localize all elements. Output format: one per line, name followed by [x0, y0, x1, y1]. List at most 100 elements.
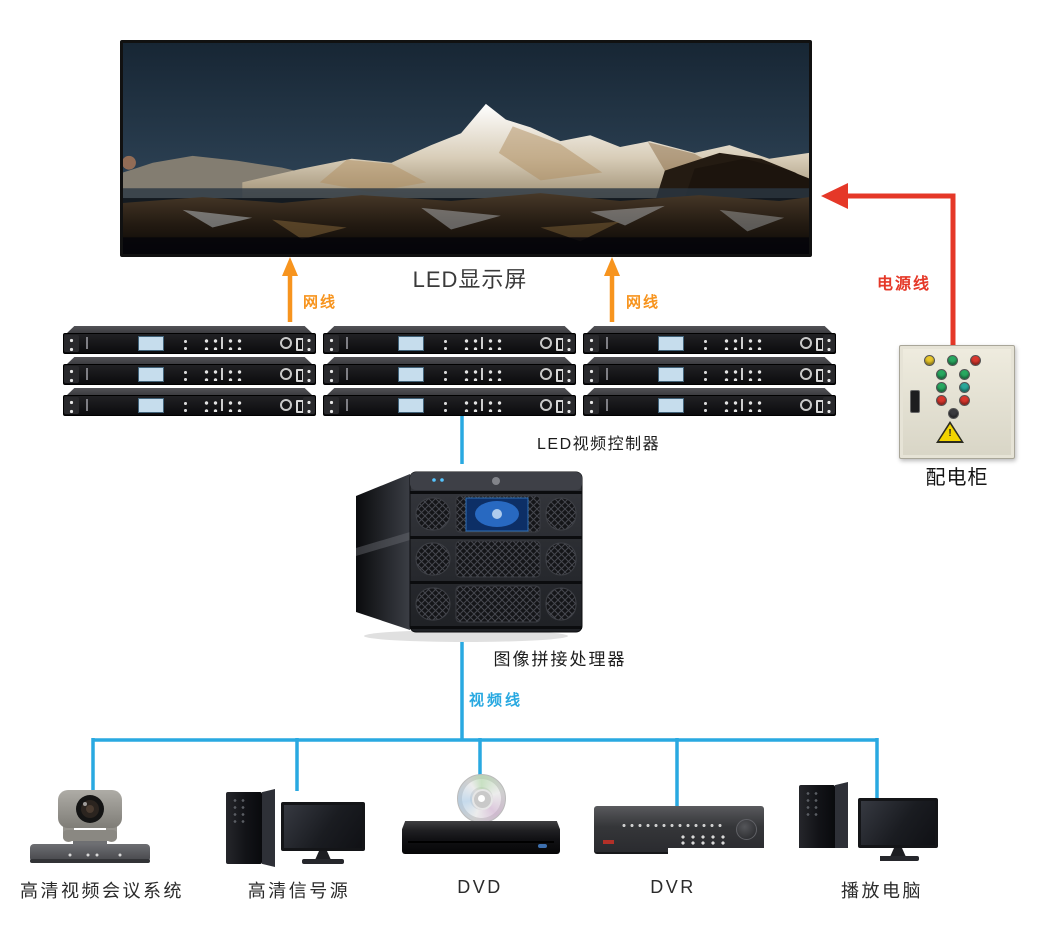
rack-lcd-screen — [398, 336, 424, 351]
rack-unit — [63, 326, 316, 354]
rack-port-divider — [481, 337, 483, 349]
indicator-light — [936, 382, 947, 393]
indicator-light — [959, 369, 970, 380]
rack-ear-right — [303, 335, 315, 352]
rack-port-divider — [741, 337, 743, 349]
led-display-screen — [120, 40, 812, 257]
rack-port-group-1 — [721, 367, 738, 381]
rack-knob — [540, 368, 552, 380]
rack-port-divider — [741, 399, 743, 411]
rack-port-divider — [481, 399, 483, 411]
rack-port-group-1 — [201, 336, 218, 350]
camera-image — [30, 790, 150, 863]
rack-unit-face — [63, 395, 316, 416]
rack-port-divider — [741, 368, 743, 380]
rack-unit — [63, 357, 316, 385]
rack-unit-top — [587, 388, 832, 395]
video-cable-lines — [91, 416, 879, 807]
rack-ear-left — [584, 335, 599, 352]
power-cable-label: 电源线 — [877, 276, 932, 293]
dvr-recorder — [594, 806, 766, 856]
rack-knob — [540, 399, 552, 411]
dvd-body — [402, 821, 560, 854]
monitor — [281, 802, 365, 851]
rack-divider — [606, 399, 608, 411]
cabinet-label: 配电柜 — [925, 467, 989, 489]
rack-unit-face — [583, 395, 836, 416]
rack-divider — [86, 337, 88, 349]
tower-front-panel — [231, 797, 247, 823]
rack-unit-top — [67, 326, 312, 333]
rack-unit-face — [583, 333, 836, 354]
mountain-image — [123, 43, 809, 254]
rack-divider — [346, 399, 348, 411]
rack-divider — [346, 368, 348, 380]
rack-knob — [800, 399, 812, 411]
rack-lcd-screen — [138, 367, 164, 382]
rack-port-divider — [221, 399, 223, 411]
hd-signal-source-pc — [226, 789, 368, 871]
rack-divider — [606, 337, 608, 349]
rack-ear-right — [563, 335, 575, 352]
video-conference-camera — [25, 786, 155, 868]
rack-unit — [323, 388, 576, 416]
rack-port-group-2 — [745, 367, 762, 381]
rack-ear-left — [584, 366, 599, 383]
indicator-light — [970, 355, 981, 366]
rack-ear-right — [303, 366, 315, 383]
indicator-light — [948, 408, 959, 419]
rack-lcd-screen — [138, 398, 164, 413]
rack-lcd-screen — [658, 398, 684, 413]
indicator-light — [959, 395, 970, 406]
splicing-processor — [348, 460, 584, 642]
power-cabinet: ! — [899, 345, 1015, 459]
tower-front-panel — [804, 790, 820, 816]
rack-unit — [583, 357, 836, 385]
rack-divider — [86, 368, 88, 380]
rack-buttons — [183, 337, 188, 350]
controller-grid — [63, 326, 836, 416]
pc-tower-side — [835, 782, 848, 860]
source-label-conference: 高清视频会议系统 — [20, 881, 184, 901]
rack-ear-right — [823, 366, 835, 383]
monitor-base — [302, 859, 344, 864]
rack-port-group-2 — [485, 336, 502, 350]
dvd-led — [538, 844, 547, 848]
rack-lcd-screen — [398, 367, 424, 382]
warning-mark: ! — [948, 428, 952, 439]
monitor-base — [877, 856, 919, 861]
rack-port-group-1 — [201, 367, 218, 381]
disc-hole — [478, 795, 485, 802]
rack-ear-right — [823, 335, 835, 352]
indicator-light — [936, 395, 947, 406]
dvr-button-group — [678, 834, 726, 845]
rack-unit-top — [327, 357, 572, 364]
rack-knob — [540, 337, 552, 349]
rack-unit-top — [67, 388, 312, 395]
rack-ear-right — [823, 397, 835, 414]
rack-ear-right — [303, 397, 315, 414]
rack-unit-top — [327, 388, 572, 395]
rack-unit-face — [323, 364, 576, 385]
rack-lcd-screen — [138, 336, 164, 351]
rack-buttons — [183, 399, 188, 412]
rack-ear-left — [64, 397, 79, 414]
rack-buttons — [443, 337, 448, 350]
indicator-light — [924, 355, 935, 366]
rack-port-group-1 — [721, 398, 738, 412]
rack-ear-right — [563, 366, 575, 383]
rack-unit-top — [587, 326, 832, 333]
rack-knob — [800, 337, 812, 349]
rack-ear-left — [64, 335, 79, 352]
rack-unit-top — [587, 357, 832, 364]
rack-divider — [86, 399, 88, 411]
rack-port-group-1 — [461, 367, 478, 381]
rack-port-group-2 — [225, 398, 242, 412]
rack-buttons — [443, 368, 448, 381]
rack-lcd-screen — [658, 367, 684, 382]
rack-port-group-1 — [461, 336, 478, 350]
network-cable-arrow-right — [604, 257, 620, 322]
cabinet-handle — [910, 390, 920, 413]
monitor-stand — [315, 851, 331, 860]
